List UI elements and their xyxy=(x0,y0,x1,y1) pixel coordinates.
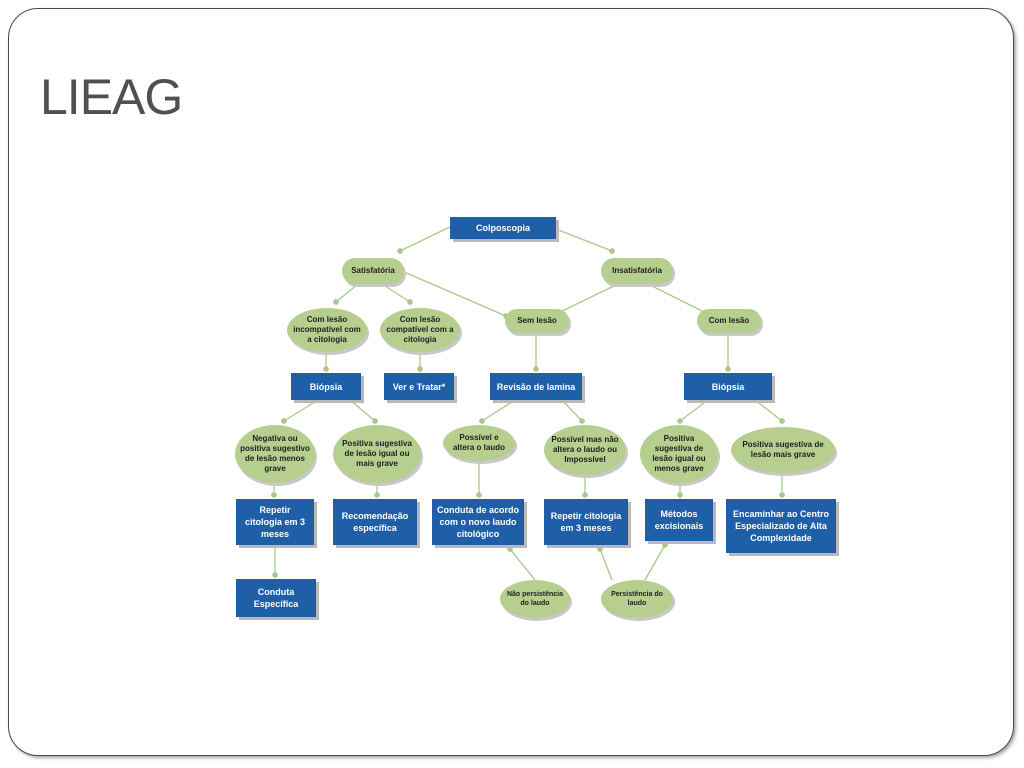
node-conduta-novo-laudo: Conduta de acordo com o novo laudo citol… xyxy=(432,499,524,545)
node-sem-lesao: Sem lesão xyxy=(505,309,569,333)
node-repetir-citologia-mid: Repetir citologia em 3 meses xyxy=(544,499,628,545)
connector-line xyxy=(399,226,451,252)
connector-dot xyxy=(609,248,615,254)
connector-line xyxy=(679,399,709,422)
connector-dot xyxy=(597,546,603,552)
node-metodos-excisionais: Métodos excisionais xyxy=(645,499,713,541)
node-biopsia-left: Biópsia xyxy=(291,373,361,400)
connector-dot xyxy=(677,418,683,424)
connector-dot xyxy=(323,366,329,372)
node-encaminhar-centro: Encaminhar ao Centro Especializado de Al… xyxy=(726,499,836,553)
connector-line xyxy=(335,283,359,303)
node-biopsia-right: Biópsia xyxy=(684,373,772,400)
node-com-lesao-incompativel: Com lesão incompatível com a citologia xyxy=(287,308,367,352)
connector-dot xyxy=(476,492,482,498)
slide-title: LIEAG xyxy=(40,69,183,125)
node-insatisfatoria: Insatisfatória xyxy=(601,258,673,284)
connector-dot xyxy=(281,418,287,424)
connector-line xyxy=(509,548,536,581)
node-negativa-ou-positiva: Negativa ou positiva sugestivo de lesão … xyxy=(235,425,315,483)
node-positiva-mais-grave: Positiva sugestiva de lesão mais grave xyxy=(731,427,835,473)
node-repetir-citologia-left: Repetir citologia em 3 meses xyxy=(236,499,314,545)
node-possivel-nao-altera: Possível mas não altera o laudo ou Impos… xyxy=(544,425,626,475)
node-satisfatoria: Satisfatória xyxy=(342,258,404,284)
connector-dot xyxy=(779,418,785,424)
connector-dot xyxy=(533,366,539,372)
node-revisao-de-lamina: Revisão de lamina xyxy=(490,373,582,400)
connector-dot xyxy=(662,542,668,548)
connector-line xyxy=(754,399,783,422)
connector-dot xyxy=(374,492,380,498)
connector-dot xyxy=(397,248,403,254)
connector-line xyxy=(644,544,666,581)
connector-dot xyxy=(779,492,785,498)
node-positiva-igual-ou-mais-grave: Positiva sugestiva de lesão igual ou mai… xyxy=(333,425,421,483)
connector-dot xyxy=(417,366,423,372)
node-com-lesao: Com lesão xyxy=(697,309,761,333)
connector-dot xyxy=(372,418,378,424)
connector-dot xyxy=(677,492,683,498)
connector-line xyxy=(381,283,411,303)
connector-dot xyxy=(582,492,588,498)
connector-line xyxy=(349,399,376,422)
node-persistencia: Persistência do laudo xyxy=(601,580,673,618)
node-recomendacao-especifica: Recomendação específica xyxy=(333,499,417,545)
node-ver-e-tratar: Ver e Tratar* xyxy=(384,373,454,400)
node-nao-persistencia: Não persistência do laudo xyxy=(500,580,570,618)
connector-dot xyxy=(725,366,731,372)
node-positiva-igual-ou-menos-grave: Positiva sugestiva de lesão igual ou men… xyxy=(640,425,718,483)
connector-dot xyxy=(333,299,339,305)
connector-dot xyxy=(479,418,485,424)
node-conduta-especifica: Conduta Específica xyxy=(236,579,316,617)
connector-line xyxy=(599,548,613,581)
connector-dot xyxy=(579,418,585,424)
connector-dot xyxy=(271,492,277,498)
connector-dot xyxy=(272,572,278,578)
connector-line xyxy=(283,399,319,422)
connector-dot xyxy=(507,546,513,552)
connector-line xyxy=(561,399,583,422)
connector-line xyxy=(481,399,516,422)
node-possivel-altera: Possível e altera o laudo xyxy=(443,425,515,461)
connector-line xyxy=(555,228,613,252)
connector-line xyxy=(555,283,619,315)
connector-dot xyxy=(407,299,413,305)
connector-line xyxy=(403,271,507,317)
node-colposcopia: Colposcopia xyxy=(450,217,556,239)
connector-line xyxy=(647,283,709,315)
node-com-lesao-compativel: Com lesão compatível com a citologia xyxy=(380,308,460,352)
